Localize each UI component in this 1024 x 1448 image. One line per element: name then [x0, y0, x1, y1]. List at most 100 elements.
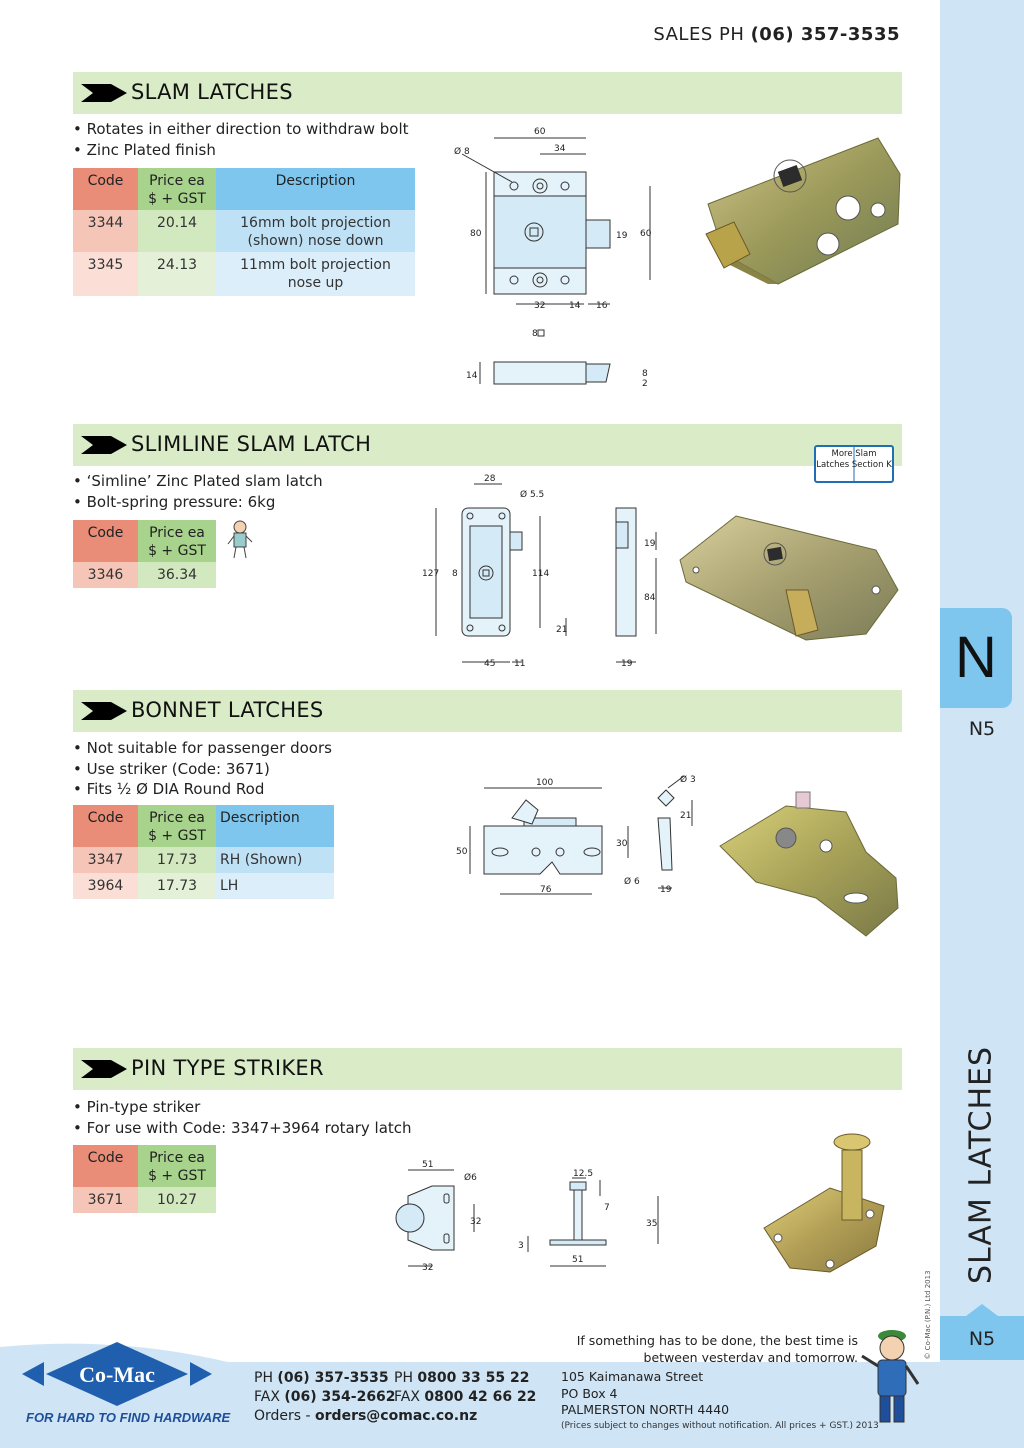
bonnet-latch-photo: [719, 791, 899, 937]
section-bar-bonnet-latches: BONNET LATCHES: [73, 690, 902, 732]
footer-address: 105 Kaimanawa Street PO Box 4 PALMERSTON…: [561, 1369, 730, 1417]
section-title: SLIMLINE SLAM LATCH: [131, 432, 372, 456]
logo-tagline: FOR HARD TO FIND HARDWARE: [26, 1410, 231, 1425]
svg-text:Ø 8: Ø 8: [454, 146, 470, 157]
svg-text:8: 8: [532, 329, 538, 339]
slimline-photo: [679, 515, 899, 641]
svg-text:50: 50: [456, 847, 468, 857]
slam-bullets: Rotates in either direction to withdraw …: [73, 119, 409, 160]
page-code-bottom: N5: [968, 1328, 996, 1350]
svg-text:32: 32: [470, 1217, 481, 1227]
bonnet-drawing: 100 50 30 Ø 6 76 Ø 3 21 19: [456, 774, 696, 895]
svg-text:100: 100: [536, 778, 553, 788]
footer-orders: Orders - orders@comac.co.nz: [254, 1408, 478, 1424]
svg-text:60: 60: [534, 127, 546, 137]
arrow-icon: [81, 436, 127, 454]
table-row[interactable]: 3346 36.34: [73, 562, 216, 588]
svg-text:51: 51: [572, 1255, 583, 1265]
svg-text:127: 127: [422, 569, 439, 579]
mascot-icon: [861, 1330, 920, 1423]
svg-text:32: 32: [534, 301, 545, 311]
slam-latch-drawing: 60 34 Ø 8 80 19 60 32 14 16 8 14 2 8: [454, 127, 652, 389]
svg-text:14: 14: [466, 371, 478, 381]
bonnet-bullets: Not suitable for passenger doors Use str…: [73, 738, 332, 800]
svg-text:80: 80: [470, 229, 482, 239]
svg-text:19: 19: [621, 659, 633, 669]
slam-price-table: Code Price ea$ + GST Description 3344 20…: [73, 168, 415, 296]
sidebar-section-title: SLAM LATCHES: [963, 1045, 999, 1285]
svg-text:45: 45: [484, 659, 495, 669]
svg-text:Ø 6: Ø 6: [624, 876, 640, 887]
svg-text:8: 8: [642, 369, 648, 379]
svg-text:Ø 5.5: Ø 5.5: [520, 489, 544, 500]
svg-text:Ø 3: Ø 3: [680, 774, 696, 785]
orders-email-link[interactable]: orders@comac.co.nz: [315, 1408, 478, 1424]
svg-text:32: 32: [422, 1263, 433, 1273]
svg-text:35: 35: [646, 1219, 657, 1229]
svg-text:19: 19: [644, 539, 656, 549]
right-sidebar: [940, 0, 1024, 1448]
footer-fax: FAX (06) 354-2662: [254, 1389, 396, 1405]
svg-text:60: 60: [640, 229, 652, 239]
svg-text:76: 76: [540, 885, 552, 895]
striker-bullets: Pin-type striker For use with Code: 3347…: [73, 1097, 412, 1138]
svg-text:21: 21: [680, 811, 691, 821]
svg-text:21: 21: [556, 625, 567, 635]
svg-text:16: 16: [596, 301, 608, 311]
bonnet-price-table: Code Price ea$ + GST Description 3347 17…: [73, 805, 334, 899]
svg-text:2: 2: [642, 379, 648, 389]
svg-text:19: 19: [616, 231, 628, 241]
svg-text:Co-Mac: Co-Mac: [79, 1362, 155, 1387]
svg-text:More Slam: More Slam: [831, 449, 876, 459]
svg-text:34: 34: [554, 144, 566, 154]
slimline-bullets: ‘Simline’ Zinc Plated slam latch Bolt-sp…: [73, 471, 323, 512]
svg-text:51: 51: [422, 1160, 433, 1170]
table-row[interactable]: 3344 20.14 16mm bolt projection(shown) n…: [73, 210, 415, 252]
striker-price-table: Code Price ea$ + GST 3671 10.27: [73, 1145, 216, 1213]
mascot-icon: [227, 520, 253, 559]
sales-phone: SALES PH (06) 357-3535: [653, 24, 900, 45]
table-row[interactable]: 3964 17.73 LH: [73, 873, 334, 899]
section-tab-n[interactable]: N: [940, 608, 1012, 708]
svg-text:Ø6: Ø6: [464, 1172, 477, 1183]
footer-freephone: PH 0800 33 55 22: [394, 1370, 530, 1386]
section-bar-pin-type-striker: PIN TYPE STRIKER: [73, 1048, 902, 1090]
striker-photo: [763, 1133, 885, 1273]
slimline-price-table: Code Price ea$ + GST 3346 36.34: [73, 520, 216, 588]
svg-text:Latches Section K: Latches Section K: [816, 460, 892, 470]
page-code-tab: [940, 1316, 1024, 1360]
svg-text:84: 84: [644, 593, 656, 603]
svg-text:3: 3: [518, 1241, 524, 1251]
svg-text:8: 8: [452, 569, 458, 579]
svg-text:11: 11: [514, 659, 525, 669]
footer-phone: PH (06) 357-3535: [254, 1370, 389, 1386]
page-code: N5: [968, 718, 996, 740]
arrow-icon: [81, 702, 127, 720]
svg-text:114: 114: [532, 569, 549, 579]
section-title: BONNET LATCHES: [131, 698, 324, 722]
svg-text:7: 7: [604, 1203, 610, 1213]
svg-text:14: 14: [569, 301, 581, 311]
section-title: PIN TYPE STRIKER: [131, 1056, 324, 1080]
svg-text:30: 30: [616, 839, 628, 849]
footer-note: (Prices subject to changes without notif…: [561, 1421, 879, 1431]
footer-quote: If something has to be done, the best ti…: [576, 1333, 858, 1365]
table-row[interactable]: 3671 10.27: [73, 1187, 216, 1213]
table-row[interactable]: 3347 17.73 RH (Shown): [73, 847, 334, 873]
footer-freefax: FAX 0800 42 66 22: [394, 1389, 537, 1405]
arrow-icon: [81, 84, 127, 102]
more-latches-book-icon[interactable]: More Slam Latches Section K: [814, 440, 894, 484]
section-bar-slam-latches: SLAM LATCHES: [73, 72, 902, 114]
arrow-icon: [81, 1060, 127, 1078]
svg-text:28: 28: [484, 474, 496, 484]
tab-pointer: [966, 1304, 998, 1316]
svg-text:12.5: 12.5: [573, 1169, 593, 1179]
comac-logo[interactable]: Co-Mac: [22, 1340, 212, 1408]
section-title: SLAM LATCHES: [131, 80, 293, 104]
slimline-drawing: 28 Ø 5.5 127 8 114 21 45 11 19 84 19: [422, 474, 657, 669]
slam-latch-photo: [705, 137, 901, 285]
striker-drawing: 51 Ø6 32 32 12.5 7 35 3 51: [395, 1160, 659, 1273]
tab-letter: N: [955, 625, 997, 690]
svg-text:19: 19: [660, 885, 672, 895]
